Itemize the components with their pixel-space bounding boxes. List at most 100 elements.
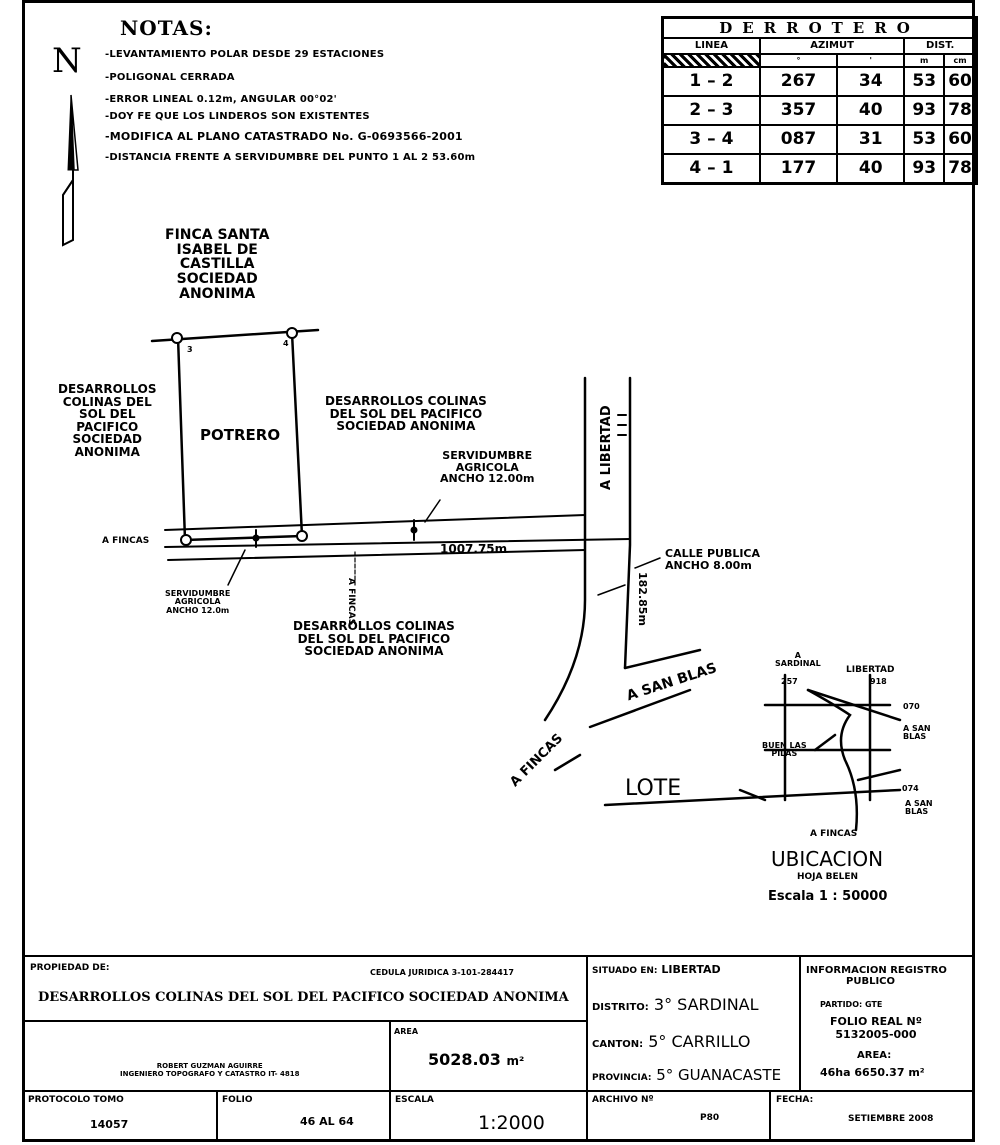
a-fincas-location-label: A FINCAS <box>810 829 858 839</box>
partido-label: PARTIDO: GTE <box>820 1000 883 1009</box>
protocolo-value: 14057 <box>90 1118 129 1131</box>
dist-182-label: 182.85m <box>636 572 649 626</box>
north-letter: N <box>52 41 82 81</box>
n070-label: 070 <box>903 702 920 711</box>
parcel-point-3 <box>171 332 183 344</box>
libertad-road <box>543 376 702 772</box>
row4-cm: 78 <box>943 153 978 185</box>
row1-linea: 1 – 2 <box>661 66 761 97</box>
row1-min: 34 <box>836 66 906 97</box>
distrito-value: 3° SARDINAL <box>653 995 759 1014</box>
parcel-point-1 <box>180 534 192 546</box>
parcel-point-4 <box>286 327 298 339</box>
row1-m: 53 <box>903 66 946 97</box>
potrero-label: POTRERO <box>200 426 281 444</box>
note-2: -POLIGONAL CERRADA <box>105 72 235 83</box>
note-4: -DOY FE QUE LOS LINDEROS SON EXISTENTES <box>105 111 370 122</box>
escala-value: 1:2000 <box>478 1112 545 1134</box>
propiedad-label: PROPIEDAD DE: <box>30 963 110 973</box>
a-fincas-left-label: A FINCAS <box>102 536 150 546</box>
row2-linea: 2 – 3 <box>661 95 761 126</box>
servidumbre-road <box>164 514 631 561</box>
row3-min: 31 <box>836 124 906 155</box>
row4-min: 40 <box>836 153 906 185</box>
location-map <box>603 673 902 832</box>
area-unit: m² <box>506 1054 525 1068</box>
area-value: 5028.03 m² <box>428 1050 524 1069</box>
n074-label: 074 <box>902 784 919 793</box>
situado-value: LIBERTAD <box>661 963 721 976</box>
tb-fecha <box>769 1090 975 1142</box>
sub-min: ' <box>836 53 906 68</box>
cedula-label: CEDULA JURIDICA 3-101-284417 <box>370 968 514 977</box>
row4-m: 93 <box>903 153 946 185</box>
canton-value: 5° CARRILLO <box>648 1032 751 1051</box>
note-6: -DISTANCIA FRENTE A SERVIDUMBRE DEL PUNT… <box>105 152 476 163</box>
n918-label: 918 <box>870 677 887 686</box>
note-3: -ERROR LINEAL 0.12m, ANGULAR 00°02' <box>105 94 337 105</box>
parcel-point-2 <box>296 530 308 542</box>
distrito-row: DISTRITO: 3° SARDINAL <box>592 995 759 1014</box>
row3-linea: 3 – 4 <box>661 124 761 155</box>
folio-label: FOLIO <box>222 1095 253 1105</box>
row3-deg: 087 <box>758 124 839 155</box>
area-reg-label: AREA: <box>857 1050 892 1061</box>
situado-label: SITUADO EN: <box>592 966 658 976</box>
header-linea: LINEA <box>661 37 761 55</box>
provincia-row: PROVINCIA: 5° GUANACASTE <box>592 1066 781 1084</box>
row1-cm: 60 <box>943 66 978 97</box>
canton-row: CANTON: 5° CARRILLO <box>592 1032 750 1051</box>
header-dist: DIST. <box>903 37 978 55</box>
archivo-value: P80 <box>700 1113 720 1123</box>
area-reg-value: 46ha 6650.37 m² <box>820 1066 925 1079</box>
ubicacion-title: UBICACION <box>771 847 884 871</box>
sub-deg: ° <box>758 53 839 68</box>
point-4-label: 4 <box>283 339 289 348</box>
provincia-label: PROVINCIA: <box>592 1073 652 1083</box>
hatch-cell <box>661 53 761 68</box>
derrotero-table: DERROTERO LINEA AZIMUT DIST. ° ' m cm 1 … <box>661 16 978 185</box>
row2-deg: 357 <box>758 95 839 126</box>
distrito-label: DISTRITO: <box>592 1002 649 1013</box>
archivo-label: ARCHIVO Nº <box>592 1095 654 1105</box>
canton-label: CANTON: <box>592 1039 644 1050</box>
sub-m: m <box>903 53 946 68</box>
hoja-label: HOJA BELEN <box>797 872 859 882</box>
area-number: 5028.03 <box>428 1050 501 1069</box>
notes-title: NOTAS: <box>120 16 213 40</box>
row4-deg: 177 <box>758 153 839 185</box>
sub-cm: cm <box>943 53 978 68</box>
fecha-value: SETIEMBRE 2008 <box>848 1114 934 1124</box>
header-azimut: AZIMUT <box>758 37 906 55</box>
tb-surveyor <box>22 1020 391 1092</box>
owner-name: DESARROLLOS COLINAS DEL SOL DEL PACIFICO… <box>38 990 569 1005</box>
fecha-label: FECHA: <box>776 1095 814 1105</box>
row3-cm: 60 <box>943 124 978 155</box>
lote-label: LOTE <box>625 776 682 801</box>
a-libertad-label: A LIBERTAD <box>599 405 614 490</box>
situado-row: SITUADO EN: LIBERTAD <box>592 963 721 976</box>
row2-cm: 78 <box>943 95 978 126</box>
note-5: -MODIFICA AL PLANO CATASTRADO No. G-0693… <box>105 130 463 143</box>
escala-label: ESCALA <box>395 1095 434 1105</box>
n257-label: 257 <box>781 677 798 686</box>
note-1: -LEVANTAMIENTO POLAR DESDE 29 ESTACIONES <box>105 49 385 60</box>
north-arrow-icon <box>62 94 79 247</box>
folio-value: 46 AL 64 <box>300 1115 354 1128</box>
area-label: AREA <box>394 1027 419 1036</box>
row2-m: 93 <box>903 95 946 126</box>
location-scale: Escala 1 : 50000 <box>768 889 888 904</box>
row3-m: 53 <box>903 124 946 155</box>
row1-deg: 267 <box>758 66 839 97</box>
